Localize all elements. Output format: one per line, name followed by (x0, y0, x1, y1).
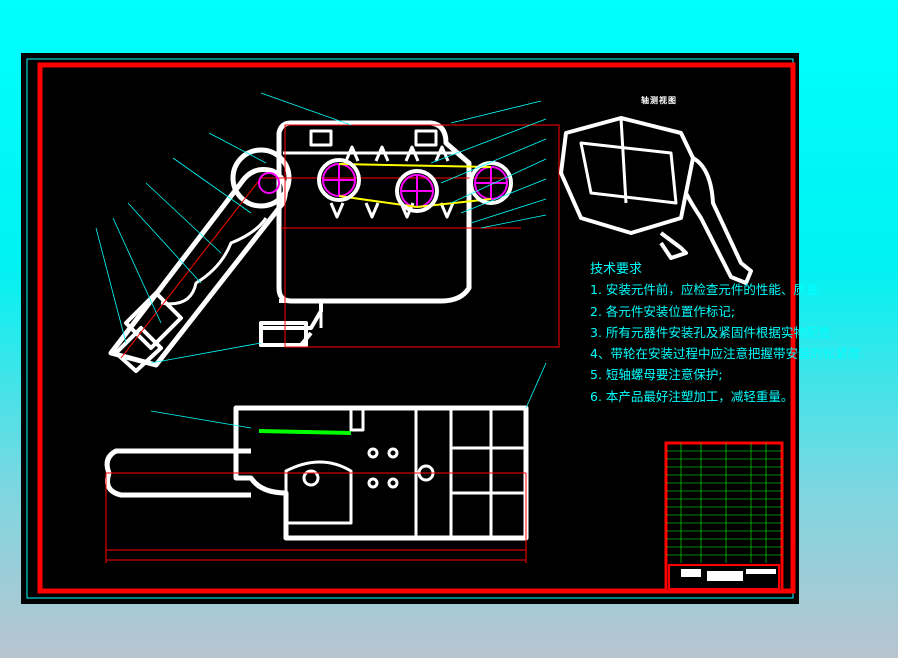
tech-requirement-6: 6. 本产品最好注塑加工，减轻重量。 (590, 389, 794, 404)
title-block (664, 441, 784, 593)
drawing-sheet: 轴测视图 技术要求 1. 安装元件前，应检查元件的性能、质量. 2. 各元件安装… (21, 53, 864, 604)
red-border (37, 62, 796, 594)
tech-requirement-1: 1. 安装元件前，应检查元件的性能、质量. (590, 282, 823, 297)
tech-requirement-5: 5. 短轴螺母要注意保护; (590, 367, 723, 382)
tech-requirements-title: 技术要求 (590, 262, 643, 277)
tech-requirement-3: 3. 所有元器件安装孔及紧固件根据实物配置. (590, 325, 835, 340)
tech-requirement-4: 4、带轮在安装过程中应注意把握带安装的松紧度. (590, 346, 865, 361)
isometric-view-label: 轴测视图 (641, 96, 677, 105)
tech-requirement-2: 2. 各元件安装位置作标记; (590, 304, 736, 319)
belt (338, 163, 492, 209)
cad-drawing (26, 58, 796, 599)
leader-lines (95, 92, 547, 429)
isometric-view (559, 116, 753, 285)
shaft (258, 429, 352, 435)
top-dimension-lines (105, 472, 527, 563)
front-view (108, 120, 472, 373)
